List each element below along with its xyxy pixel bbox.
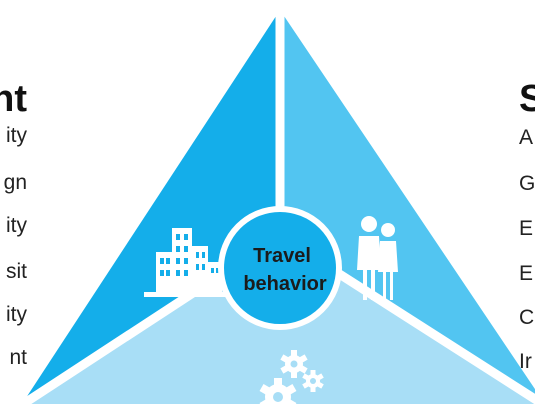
left-column-item: ity bbox=[6, 214, 27, 237]
gears-icon bbox=[259, 350, 324, 415]
left-column-item: gn bbox=[3, 171, 27, 194]
left-column-item: ity bbox=[6, 124, 27, 147]
people-icon bbox=[357, 216, 398, 300]
center-circle bbox=[218, 206, 342, 330]
center-title-line2: behavior bbox=[243, 273, 327, 295]
right-segment bbox=[280, 10, 535, 398]
right-column-item: C bbox=[519, 306, 535, 329]
right-column-item: E bbox=[519, 262, 534, 285]
left-column-title: nt bbox=[0, 78, 27, 120]
center-title-line1: Travel bbox=[253, 245, 311, 267]
right-column-item: A bbox=[519, 126, 534, 149]
right-column-title: S bbox=[519, 78, 535, 120]
right-column-item: Ir bbox=[519, 350, 532, 373]
left-column-item: nt bbox=[9, 346, 27, 369]
left-column-item: sit bbox=[6, 260, 27, 283]
buildings-icon bbox=[144, 228, 226, 297]
left-column-item: ity bbox=[6, 303, 27, 326]
right-column-item: G bbox=[519, 172, 535, 195]
left-segment bbox=[22, 10, 280, 404]
right-column-item: E bbox=[519, 217, 534, 240]
